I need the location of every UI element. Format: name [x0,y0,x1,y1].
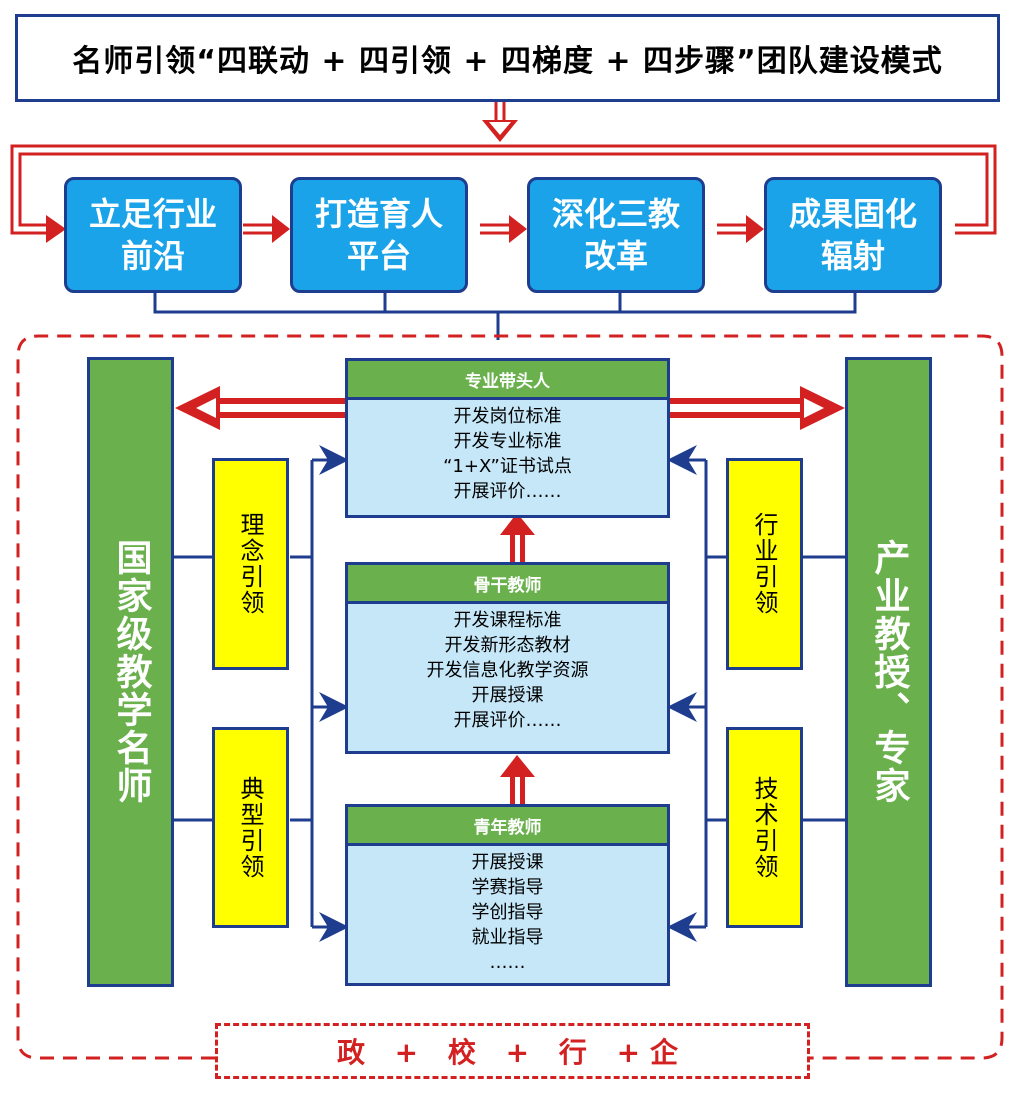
guide-concept: 理念引领 [212,458,289,670]
tier-task: 学赛指导 [471,877,544,898]
tier-task: 开展评价…… [453,481,562,502]
tier-task-list: 开发岗位标准 开发专业标准 “1+X”证书试点 开展评价…… [348,400,667,504]
feedback-loop [10,144,997,235]
tier-task: 开展评价…… [453,710,562,731]
tier-task: 开发课程标准 [453,610,562,631]
tier-up-arrows [500,513,535,804]
step-line1: 打造育人 [314,195,443,233]
tier-header: 专业带头人 [348,361,667,400]
tier-task: 开展授课 [471,685,544,706]
step-line2: 辐射 [820,237,885,275]
tier-backbone-teacher: 骨干教师 开发课程标准 开发新形态教材 开发信息化教学资源 开展授课 开展评价…… [345,562,670,754]
right-pillar-industry-expert: 产业教授、专家 [845,357,932,987]
step-line1: 立足行业 [88,195,217,233]
partnership-label: 政 + 校 + 行 +企 [215,1023,810,1079]
tier-specialty-leader: 专业带头人 开发岗位标准 开发专业标准 “1+X”证书试点 开展评价…… [345,358,670,518]
right-connectors [667,445,845,942]
tier-task: 开发信息化教学资源 [426,660,589,681]
diagram-title: 名师引领“四联动 + 四引领 + 四梯度 + 四步骤”团队建设模式 [15,14,1000,102]
tier-header: 青年教师 [348,807,667,846]
step-line2: 前沿 [120,237,185,275]
step-deepen-reform: 深化三教改革 [527,177,705,293]
tier-young-teacher: 青年教师 开展授课 学赛指导 学创指导 就业指导 …… [345,804,670,986]
tier-task: 学创指导 [471,902,544,923]
step-line2: 改革 [583,237,648,275]
tier-task-list: 开发课程标准 开发新形态教材 开发信息化教学资源 开展授课 开展评价…… [348,604,667,733]
step-solidify-radiate: 成果固化辐射 [764,177,942,293]
step-line1: 成果固化 [788,195,917,233]
tier-task: 开发岗位标准 [453,406,562,427]
tier-header: 骨干教师 [348,565,667,604]
leader-link-arrows [175,386,845,430]
step-industry-frontier: 立足行业前沿 [64,177,242,293]
guide-technology: 技术引领 [726,727,803,928]
step-line2: 平台 [346,237,411,275]
guide-industry: 行业引领 [726,458,803,670]
loop-entry-arrowhead [46,215,66,243]
tier-task: 开发新形态教材 [444,635,571,656]
step-arrows [243,215,764,243]
step-line1: 深化三教 [551,195,680,233]
tier-task: 开发专业标准 [453,431,562,452]
tier-task-list: 开展授课 学赛指导 学创指导 就业指导 …… [348,846,667,975]
left-pillar-national-teacher: 国家级教学名师 [87,357,174,987]
tier-task: …… [489,952,526,973]
tier-task: “1+X”证书试点 [443,456,572,477]
guide-model: 典型引领 [212,727,289,928]
tier-task: 开展授课 [471,852,544,873]
step-build-platform: 打造育人平台 [290,177,468,293]
tier-task: 就业指导 [471,927,544,948]
steps-bracket [153,293,857,340]
left-connectors [174,445,349,942]
title-down-arrow [482,102,518,142]
